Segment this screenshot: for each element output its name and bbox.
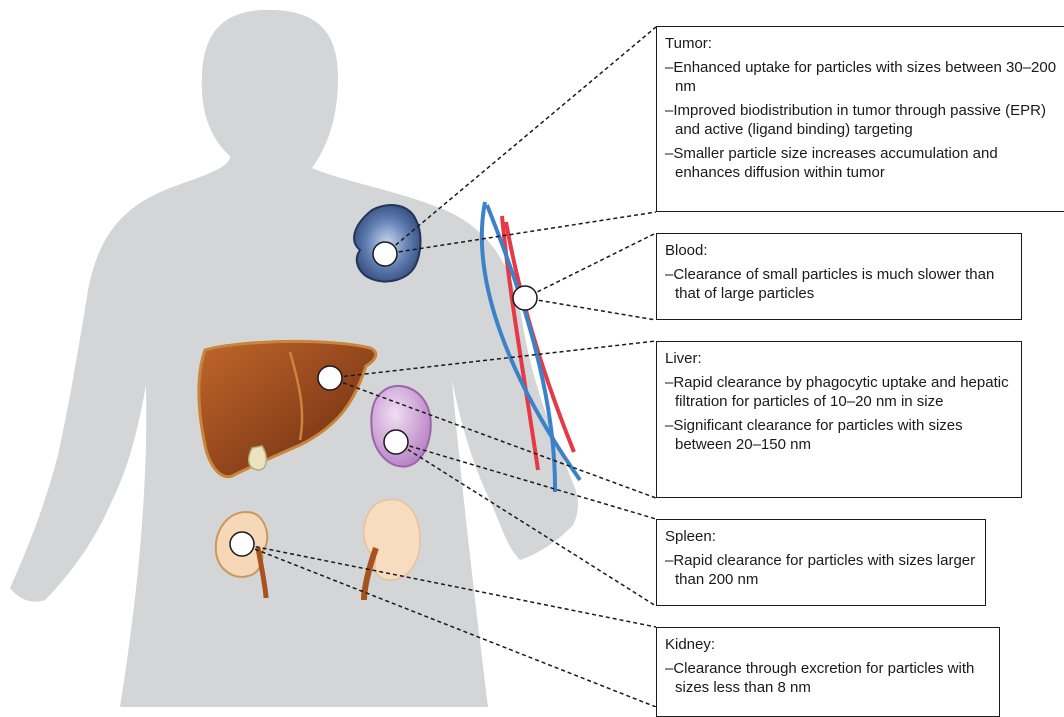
tumor-annotation-box: Tumor: –Enhanced uptake for particles wi… (656, 26, 1064, 212)
liver-particle-marker (318, 366, 342, 390)
gallbladder (249, 446, 267, 470)
blood-leader-line (525, 233, 656, 298)
tumor-title: Tumor: (665, 34, 1061, 53)
liver-point: –Significant clearance for particles wit… (665, 416, 1013, 454)
liver-annotation-box: Liver: –Rapid clearance by phagocytic up… (656, 341, 1022, 498)
liver-point: –Rapid clearance by phagocytic uptake an… (665, 373, 1013, 411)
tumor-particle-marker (373, 242, 397, 266)
blood-leader-line (525, 298, 656, 320)
spleen-shape (371, 386, 430, 467)
tumor-point: –Enhanced uptake for particles with size… (665, 58, 1061, 96)
spleen-particle-marker (384, 430, 408, 454)
spleen-annotation-box: Spleen: –Rapid clearance for particles w… (656, 519, 986, 606)
blood-annotation-box: Blood: –Clearance of small particles is … (656, 233, 1022, 320)
tumor-point: –Improved biodistribution in tumor throu… (665, 101, 1061, 139)
blood-title: Blood: (665, 241, 1013, 260)
blood-particle-marker (513, 286, 537, 310)
tumor-point: –Smaller particle size increases accumul… (665, 144, 1061, 182)
kidney-particle-marker (230, 532, 254, 556)
kidney-annotation-box: Kidney: –Clearance through excretion for… (656, 627, 1000, 717)
spleen-title: Spleen: (665, 527, 977, 546)
blood-point: –Clearance of small particles is much sl… (665, 265, 1013, 303)
kidney-point: –Clearance through excretion for particl… (665, 659, 991, 697)
kidney-title: Kidney: (665, 635, 991, 654)
spleen-point: –Rapid clearance for particles with size… (665, 551, 977, 589)
liver-title: Liver: (665, 349, 1013, 368)
